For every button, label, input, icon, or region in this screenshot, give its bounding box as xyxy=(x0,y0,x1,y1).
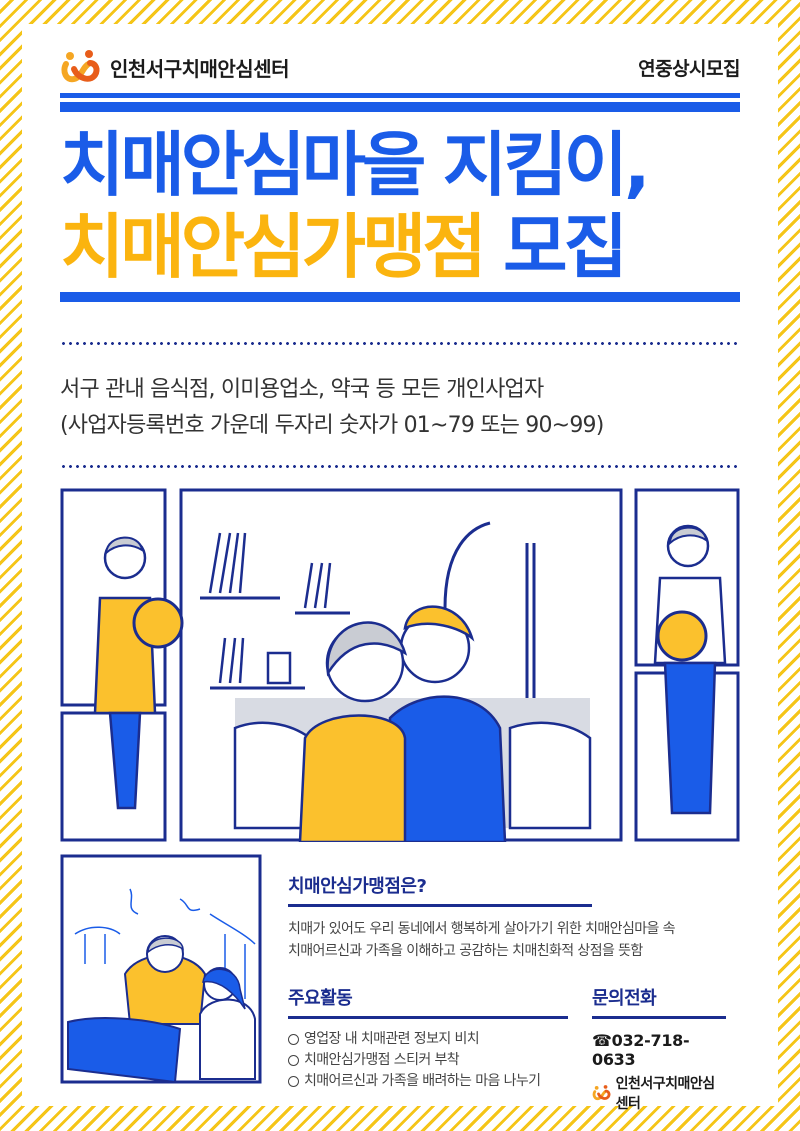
about-line-2: 치매어르신과 가족을 이해하고 공감하는 치매친화적 상점을 뜻함 xyxy=(288,943,643,959)
title-line-1: 치매안심마을 지킴이, xyxy=(60,124,651,206)
recruit-tag: 연중상시모집 xyxy=(638,57,740,80)
eligibility-line-2: (사업자등록번호 가운데 두자리 숫자가 01~79 또는 90~99) xyxy=(60,413,604,438)
org-logo-icon xyxy=(61,50,100,83)
eligibility-line-1: 서구 관내 음식점, 이미용업소, 약국 등 모든 개인사업자 xyxy=(60,377,544,402)
about-section: 치매안심가맹점은? xyxy=(288,872,592,907)
footer-org-name: 인천서구치매안심센터 xyxy=(615,1076,716,1112)
top-rule-thin xyxy=(60,93,740,98)
org-name: 인천서구치매안심센터 xyxy=(110,56,290,81)
poster: 인천서구치매안심센터 연중상시모집 치매안심마을 지킴이, 치매안심가맹점 모집… xyxy=(22,24,778,1112)
activity-item: 영업장 내 치매관련 정보지 비치 xyxy=(288,1029,568,1050)
about-title: 치매안심가맹점은? xyxy=(288,872,592,907)
about-body: 치매가 있어도 우리 동네에서 행복하게 살아가기 위한 치매안심마을 속 치매… xyxy=(288,910,748,962)
title-highlight: 치매안심가맹점 xyxy=(60,206,487,288)
about-line-1: 치매가 있어도 우리 동네에서 행복하게 살아가기 위한 치매안심마을 속 xyxy=(288,921,676,937)
dotted-divider-1 xyxy=(60,342,740,345)
title-suffix: 모집 xyxy=(482,206,628,288)
activities-title: 주요활동 xyxy=(288,984,568,1019)
circle-bullet-icon xyxy=(288,1034,299,1045)
circle-bullet-icon xyxy=(288,1076,299,1087)
illustration-hug-scene xyxy=(60,488,740,842)
dotted-divider-2 xyxy=(60,465,740,468)
activities-section: 주요활동 영업장 내 치매관련 정보지 비치 치매안심가맹점 스티커 부착 치매… xyxy=(288,984,568,1092)
brand: 인천서구치매안심센터 xyxy=(60,49,290,85)
activities-list: 영업장 내 치매관련 정보지 비치 치매안심가맹점 스티커 부착 치매어르신과 … xyxy=(288,1029,568,1092)
org-logo-icon xyxy=(592,1085,611,1101)
title-line-2: 치매안심가맹점 모집 xyxy=(60,206,740,288)
title-bottom-rule xyxy=(60,292,740,302)
circle-bullet-icon xyxy=(288,1055,299,1066)
footer-brand: 인천서구치매안심센터 xyxy=(592,1073,726,1113)
phone-icon: ☎ xyxy=(592,1031,612,1050)
eligibility-text: 서구 관내 음식점, 이미용업소, 약국 등 모든 개인사업자 (사업자등록번호… xyxy=(60,372,740,444)
activity-item: 치매안심가맹점 스티커 부착 xyxy=(288,1050,568,1071)
illustration-gardening xyxy=(60,854,262,1084)
contact-title: 문의전화 xyxy=(592,984,726,1019)
phone-number[interactable]: ☎032-718-0633 xyxy=(592,1031,690,1069)
page-title: 치매안심마을 지킴이, 치매안심가맹점 모집 xyxy=(60,124,740,288)
activity-item: 치매어르신과 가족을 배려하는 마음 나누기 xyxy=(288,1071,568,1092)
header: 인천서구치매안심센터 연중상시모집 xyxy=(60,44,740,90)
contact-section: 문의전화 ☎032-718-0633 인천서구치매안심센터 xyxy=(592,984,726,1113)
top-rule-thick xyxy=(60,102,740,112)
